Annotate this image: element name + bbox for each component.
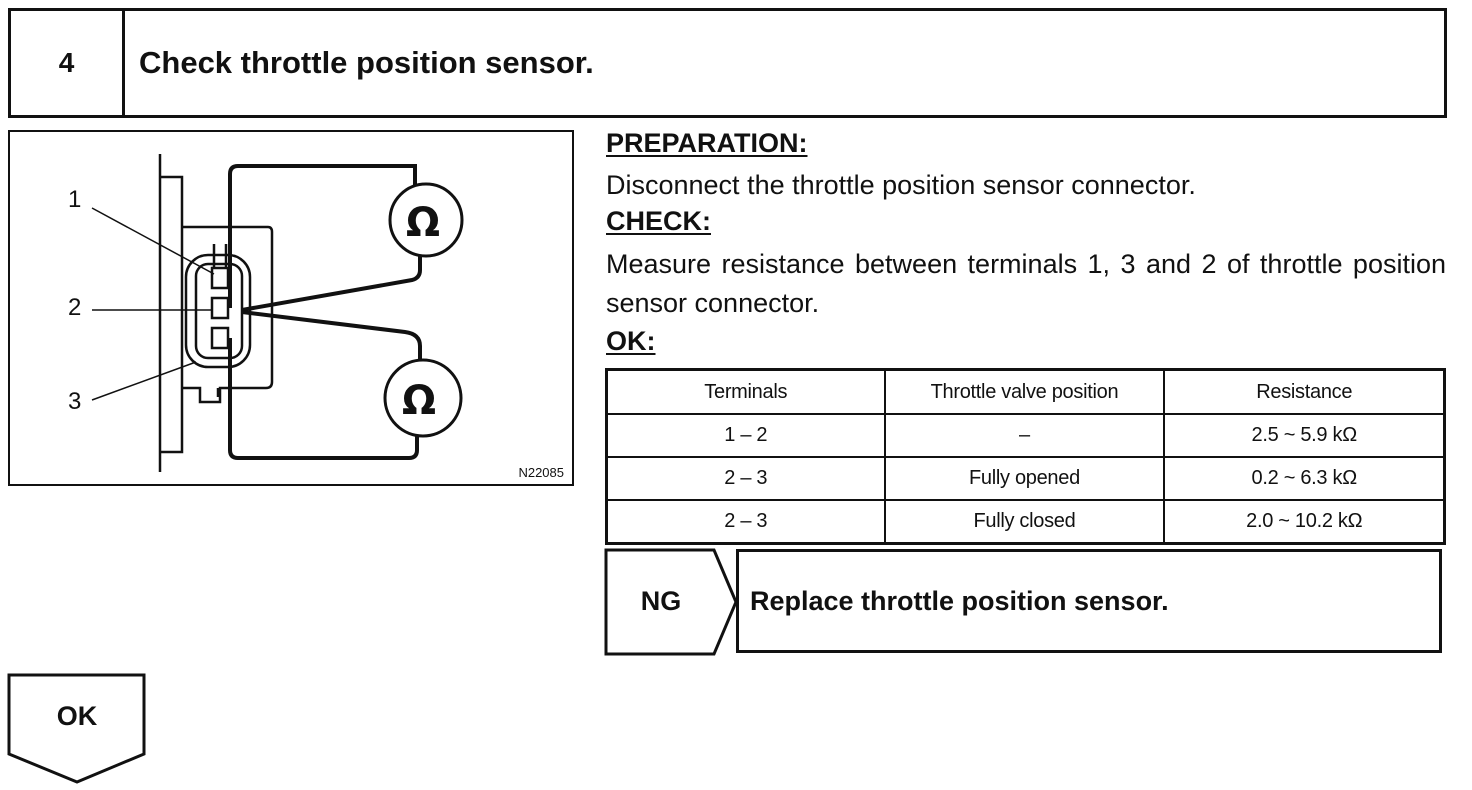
lower-ohm-symbol: Ω [402,378,437,424]
terminal-1 [210,266,230,290]
step-number: 4 [11,11,125,115]
sensor-illustration: 1 2 3 Ω Ω N22085 [8,130,574,486]
ng-action-text: Replace throttle position sensor. [750,585,1169,616]
figure-code: N22085 [518,465,564,480]
terminals-cell: 2 – 3 [605,499,886,545]
step-title: Check throttle position sensor. [139,45,594,80]
column-header: Resistance [1163,368,1446,415]
sensor-housing [182,225,274,404]
throttle-body-outline [158,154,184,472]
terminal-2 [210,296,230,320]
terminals-cell: 2 – 3 [605,456,886,501]
ok-arrow-tag [7,673,146,784]
ng-action-box [736,549,1442,653]
column-header: Throttle valve position [883,368,1166,415]
preparation-heading: PREPARATION: [606,128,808,158]
resistance-cell: 0.2 ~ 6.3 kΩ [1163,456,1446,501]
column-header: Terminals [605,368,886,415]
lower-ohmmeter [383,358,463,438]
resistance-spec-table: Terminals Throttle valve position Resist… [605,368,1446,545]
valve-position-cell: Fully closed [883,499,1166,545]
check-text: Measure resistance between terminals 1, … [606,249,1446,318]
ng-arrow-tag [604,548,738,656]
resistance-cell: 2.0 ~ 10.2 kΩ [1163,499,1446,545]
lower-meter-lead [241,310,422,364]
preparation-text: Disconnect the throttle position sensor … [606,170,1196,200]
terminals-cell: 1 – 2 [605,413,886,458]
table-row: 2 – 3 Fully opened 0.2 ~ 6.3 kΩ [605,456,1446,501]
table-header-row: Terminals Throttle valve position Resist… [605,368,1446,415]
upper-ohmmeter [388,182,464,258]
table-row: 2 – 3 Fully closed 2.0 ~ 10.2 kΩ [605,499,1446,545]
ok-label: OK [56,700,98,731]
pin-label-3: 3 [68,388,82,415]
check-heading: CHECK: [606,206,711,236]
valve-position-cell: Fully opened [883,456,1166,501]
connector-diagram [91,154,464,472]
terminal-3 [210,326,230,350]
upper-meter-lead [228,164,417,308]
valve-position-cell: – [883,413,1166,458]
upper-ohm-symbol: Ω [406,200,441,246]
pin-label-2: 2 [68,294,82,321]
step-header: 4 Check throttle position sensor. [8,8,1447,118]
ok-heading: OK: [606,326,656,356]
resistance-cell: 2.5 ~ 5.9 kΩ [1163,413,1446,458]
pin-label-1: 1 [68,186,82,213]
table-row: 1 – 2 – 2.5 ~ 5.9 kΩ [605,413,1446,458]
ng-label: NG [640,585,682,616]
